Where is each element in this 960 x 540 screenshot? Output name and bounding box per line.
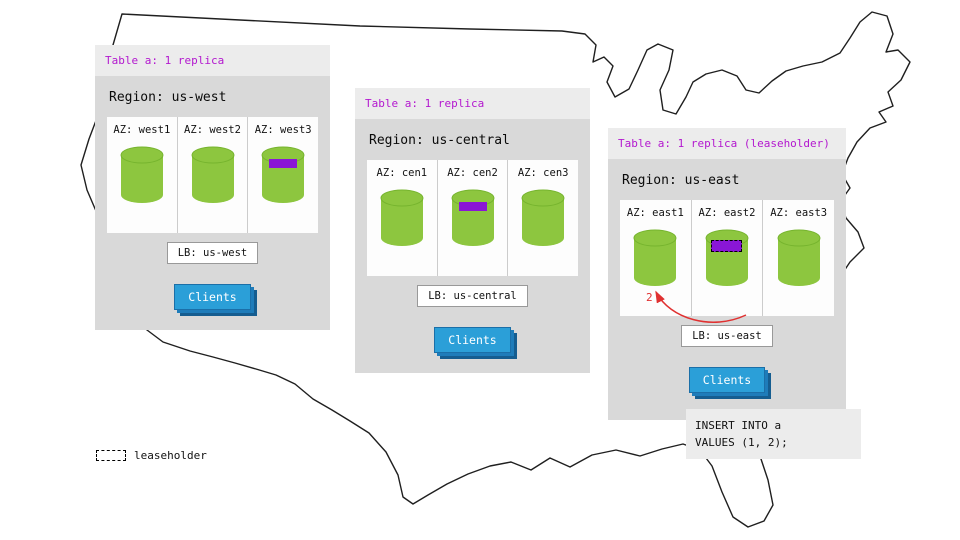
replica-bar <box>269 159 298 168</box>
az-column: AZ: east3 <box>762 200 834 316</box>
az-label: AZ: east1 <box>626 207 684 219</box>
clients-button: Clients <box>688 367 766 393</box>
load-balancer-box: LB: us-central <box>417 285 528 307</box>
az-column: AZ: west1 <box>107 117 177 233</box>
region-label: Region: us-west <box>109 90 227 105</box>
az-label: AZ: west2 <box>184 124 241 136</box>
database-cylinder-icon <box>451 189 495 247</box>
az-label: AZ: west3 <box>254 124 312 136</box>
az-column: AZ: east2 <box>690 200 763 316</box>
load-balancer-box: LB: us-west <box>166 242 259 264</box>
table-replica-title: Table a: 1 replica <box>95 45 330 76</box>
load-balancer-box: LB: us-east <box>681 325 773 347</box>
database-cylinder-icon <box>380 189 424 247</box>
region-label: Region: us-east <box>622 173 740 188</box>
database-cylinder-icon <box>261 146 305 204</box>
database-cylinder-icon <box>777 229 821 287</box>
sql-insert-line: INSERT INTO a <box>695 419 782 432</box>
leaseholder-swatch-icon <box>96 450 126 461</box>
az-column: AZ: cen3 <box>507 160 578 276</box>
database-cylinder-icon <box>191 146 235 204</box>
az-label: AZ: west1 <box>113 124 171 136</box>
region-panel-body: Region: us-west AZ: west1 AZ: west2 <box>95 76 330 330</box>
az-label: AZ: cen2 <box>447 167 498 179</box>
az-column: AZ: east1 <box>620 200 691 316</box>
step-2-label: 2 <box>646 291 653 304</box>
table-replica-title: Table a: 1 replica (leaseholder) <box>608 128 846 159</box>
az-label: AZ: cen3 <box>517 167 569 179</box>
az-label: AZ: cen1 <box>376 167 428 179</box>
leaseholder-legend: leaseholder <box>96 449 207 462</box>
az-label: AZ: east2 <box>698 207 756 219</box>
database-cylinder-icon <box>120 146 164 204</box>
sql-insert-note: INSERT INTO a VALUES (1, 2); <box>686 409 861 460</box>
az-label: AZ: east3 <box>770 207 828 219</box>
az-box: AZ: cen1 AZ: cen2 <box>367 160 578 276</box>
region-panel-us-east: Table a: 1 replica (leaseholder) Region:… <box>608 128 846 420</box>
leaseholder-bar <box>711 240 742 252</box>
replica-bar <box>458 202 487 211</box>
region-panel-us-central: Table a: 1 replica Region: us-central AZ… <box>355 88 590 373</box>
legend-label: leaseholder <box>134 449 207 462</box>
clients-button: Clients <box>434 327 511 353</box>
sql-insert-line: VALUES (1, 2); <box>695 436 788 450</box>
region-label: Region: us-central <box>369 133 510 148</box>
az-column: AZ: west2 <box>176 117 248 233</box>
region-panel-body: Region: us-central AZ: cen1 AZ: cen2 <box>355 119 590 373</box>
database-cylinder-icon <box>521 189 565 247</box>
database-cylinder-icon <box>633 229 677 287</box>
database-cylinder-icon <box>705 229 749 287</box>
az-box: AZ: west1 AZ: west2 <box>107 117 318 233</box>
az-column: AZ: cen1 <box>367 160 437 276</box>
az-column: AZ: west3 <box>247 117 318 233</box>
az-column: AZ: cen2 <box>436 160 508 276</box>
region-panel-body: Region: us-east AZ: east1 AZ: east2 <box>608 159 846 420</box>
table-replica-title: Table a: 1 replica <box>355 88 590 119</box>
clients-button: Clients <box>174 284 251 310</box>
region-panel-us-west: Table a: 1 replica Region: us-west AZ: w… <box>95 45 330 330</box>
